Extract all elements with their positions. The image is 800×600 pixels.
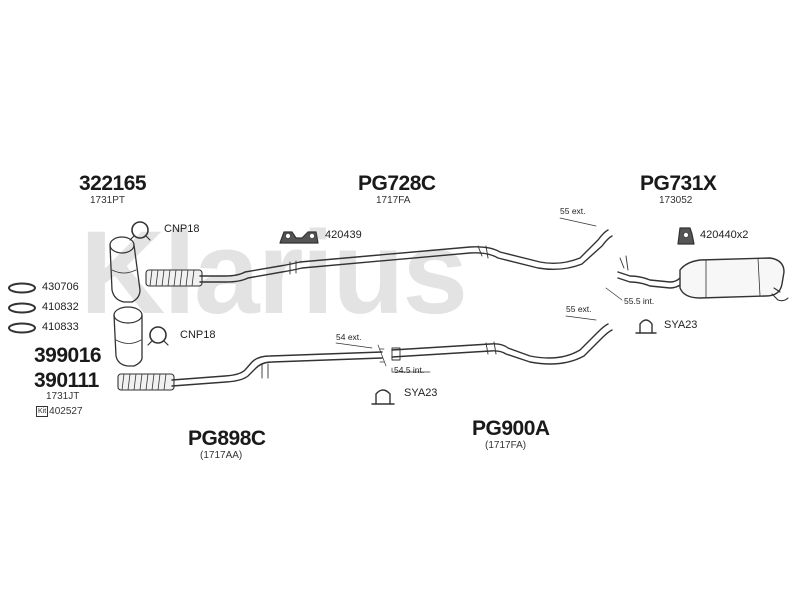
- dim-55-5-int: 55.5 int.: [624, 296, 655, 306]
- mount-420440-icon: [677, 227, 695, 245]
- part-pg728c-ref: 1717FA: [376, 195, 411, 206]
- pipe-pg898c: [171, 351, 383, 387]
- label-cnp18-upper: CNP18: [164, 223, 200, 235]
- label-430706: 430706: [42, 281, 79, 293]
- part-399016-number: 399016: [34, 344, 102, 367]
- dim-54-5-int: 54.5 int.: [394, 365, 425, 375]
- clamp-sya23-center-icon: [371, 389, 395, 405]
- pipe-pg728c: [199, 229, 613, 283]
- label-sya23-right: SYA23: [664, 319, 698, 331]
- kit-badge: Kit: [36, 406, 49, 417]
- kit-number: 402527: [49, 406, 83, 418]
- pipe-pg900a: [377, 323, 613, 367]
- clamp-cnp18-lower-icon: [147, 326, 169, 346]
- label-410833: 410833: [42, 321, 79, 333]
- part-pg898c-number: PG898C: [188, 427, 266, 450]
- part-322165-number: 322165: [79, 172, 147, 195]
- label-cnp18-lower: CNP18: [180, 329, 216, 341]
- clamp-sya23-right-icon: [635, 319, 657, 334]
- dim-55-ext-top: 55 ext.: [560, 206, 586, 216]
- part-390111-number: 390111: [34, 369, 99, 392]
- label-420440: 420440x2: [700, 229, 749, 241]
- gasket-410833-icon: [8, 322, 36, 334]
- clamp-cnp18-upper-icon: [129, 221, 151, 241]
- label-420439: 420439: [325, 229, 362, 241]
- dim-54-ext: 54 ext.: [336, 332, 362, 342]
- label-sya23-center: SYA23: [404, 387, 438, 399]
- silencer-pg731x: [617, 255, 789, 302]
- mount-420439-icon: [279, 231, 319, 244]
- catalytic-converter-upper: [109, 236, 203, 303]
- part-pg728c-number: PG728C: [358, 172, 436, 195]
- dim-55-ext-mid: 55 ext.: [566, 304, 592, 314]
- gasket-430706-icon: [8, 282, 36, 294]
- part-pg731x-ref: 173052: [659, 195, 693, 206]
- catalytic-converter-lower: [113, 306, 175, 391]
- part-pg900a-number: PG900A: [472, 417, 550, 440]
- part-pg731x-number: PG731X: [640, 172, 717, 195]
- part-390111-ref: 1731JT: [46, 391, 80, 402]
- label-410832: 410832: [42, 301, 79, 313]
- part-pg900a-ref: (1717FA): [485, 440, 527, 451]
- gasket-410832-icon: [8, 302, 36, 314]
- part-322165-ref: 1731PT: [90, 195, 126, 206]
- part-pg898c-ref: (1717AA): [200, 450, 243, 461]
